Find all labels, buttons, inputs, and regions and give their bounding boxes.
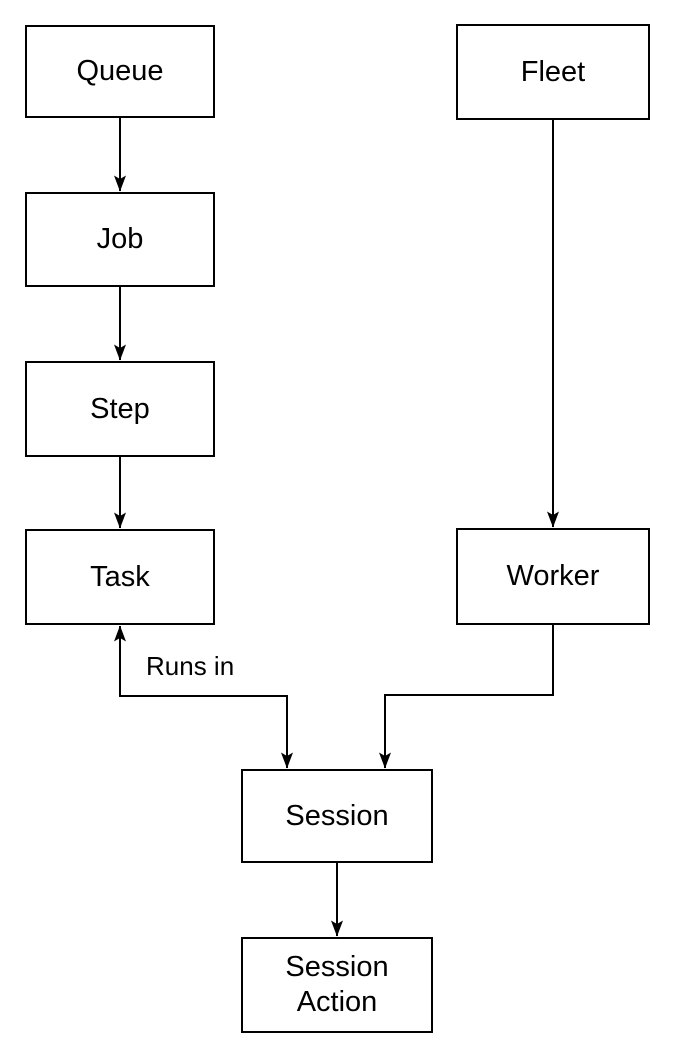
edge-worker-session: [379, 625, 554, 769]
node-fleet-label: Fleet: [520, 55, 586, 88]
node-queue: Queue: [25, 25, 215, 118]
node-task: Task: [25, 529, 215, 625]
node-job: Job: [25, 192, 215, 287]
node-step-label: Step: [90, 392, 150, 425]
node-session-action: Session Action: [241, 937, 433, 1033]
node-worker: Worker: [456, 528, 650, 625]
node-task-label: Task: [90, 560, 150, 593]
node-session: Session: [241, 769, 433, 863]
node-session-action-label-line1: Session: [285, 951, 389, 984]
node-queue-label: Queue: [76, 55, 164, 88]
edge-label-runs-in: Runs in: [144, 651, 237, 682]
node-fleet: Fleet: [456, 24, 650, 120]
node-job-label: Job: [96, 223, 144, 256]
edge-task-session: [114, 625, 293, 769]
node-step: Step: [25, 361, 215, 457]
node-worker-label: Worker: [506, 560, 600, 593]
node-session-action-label-line2: Action: [296, 986, 378, 1018]
node-session-label: Session: [285, 799, 389, 832]
